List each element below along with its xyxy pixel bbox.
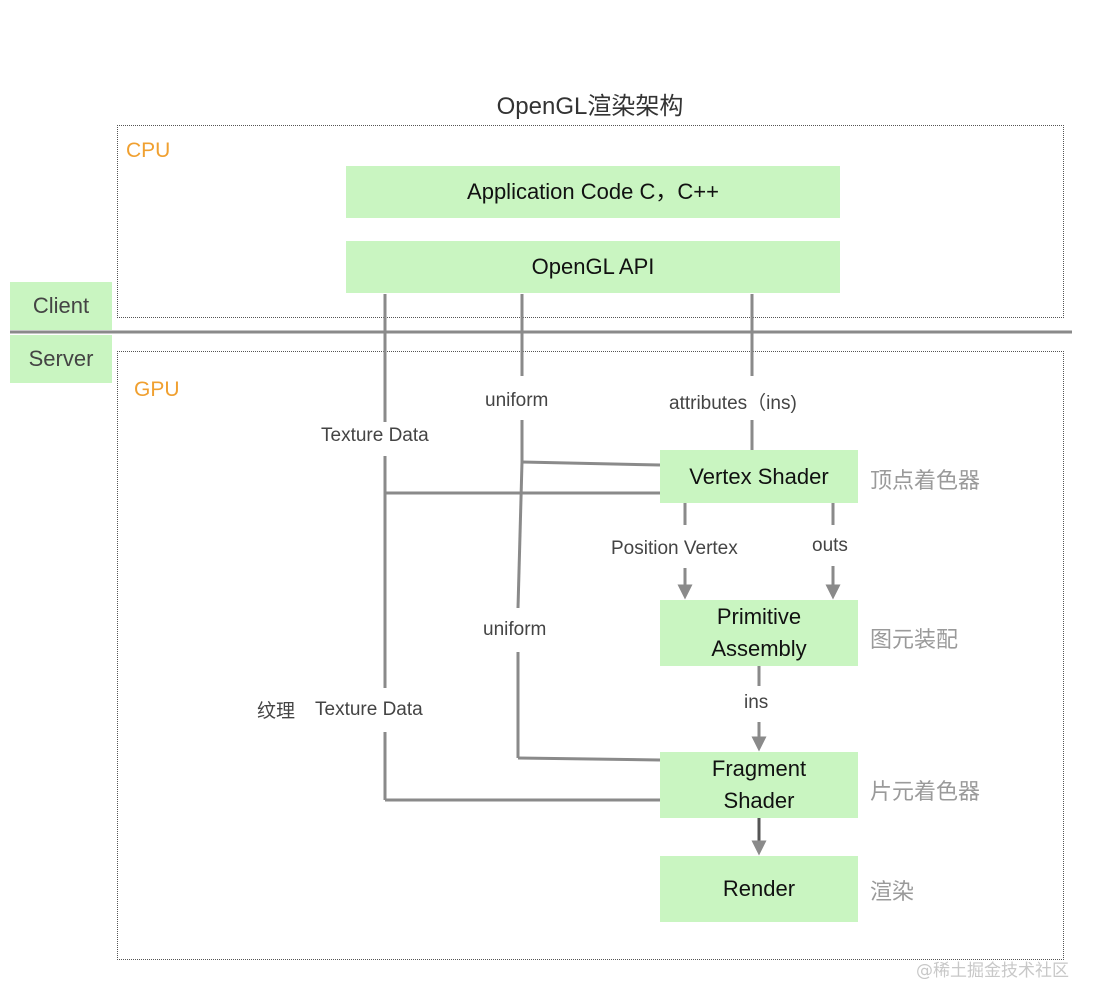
cpu-region-label: CPU <box>126 139 171 162</box>
uniform-label-mid: uniform <box>483 619 547 640</box>
render-cn-label: 渲染 <box>870 880 915 905</box>
position-vertex-label: Position Vertex <box>611 538 738 559</box>
server-label: Server <box>10 335 112 383</box>
texture-data-label-top: Texture Data <box>321 425 429 446</box>
fragment-shader-label-line1: Fragment <box>711 756 807 782</box>
application-code-label: Application Code C，C++ <box>467 179 719 205</box>
client-label: Client <box>10 282 112 330</box>
uniform-to-fragment <box>517 756 661 762</box>
render-label: Render <box>722 876 796 902</box>
opengl-api-label: OpenGL API <box>531 254 655 280</box>
uniform-line-lower <box>516 461 524 609</box>
attributes-label: attributes（ins) <box>669 393 797 414</box>
render-box: Render <box>660 856 858 922</box>
diagram-title: OpenGL渲染架构 <box>496 93 684 120</box>
ins-label: ins <box>744 692 769 713</box>
texture-data-label-bottom: Texture Data <box>315 699 423 720</box>
primitive-assembly-cn-label: 图元装配 <box>870 628 959 653</box>
vertex-shader-label: Vertex Shader <box>689 463 829 489</box>
application-code-box: Application Code C，C++ <box>346 166 840 218</box>
primitive-assembly-label-line2: Assembly <box>711 636 807 661</box>
watermark: @稀土掘金技术社区 <box>916 961 1069 981</box>
fragment-shader-label-line2: Shader <box>723 788 795 813</box>
gpu-region-label: GPU <box>134 378 180 401</box>
uniform-to-vertex <box>521 460 661 467</box>
vertex-shader-cn-label: 顶点着色器 <box>870 469 981 494</box>
outs-label: outs <box>812 535 848 556</box>
gpu-region <box>117 351 1064 960</box>
texture-cn-label: 纹理 <box>257 700 296 722</box>
opengl-api-box: OpenGL API <box>346 241 840 293</box>
uniform-label-top: uniform <box>485 390 549 411</box>
primitive-assembly-label-line1: Primitive <box>716 604 802 630</box>
primitive-assembly-box: Primitive Assembly <box>660 600 858 666</box>
fragment-shader-box: Fragment Shader <box>660 752 858 818</box>
vertex-shader-box: Vertex Shader <box>660 450 858 503</box>
cpu-region <box>117 125 1064 318</box>
fragment-shader-cn-label: 片元着色器 <box>870 780 981 805</box>
